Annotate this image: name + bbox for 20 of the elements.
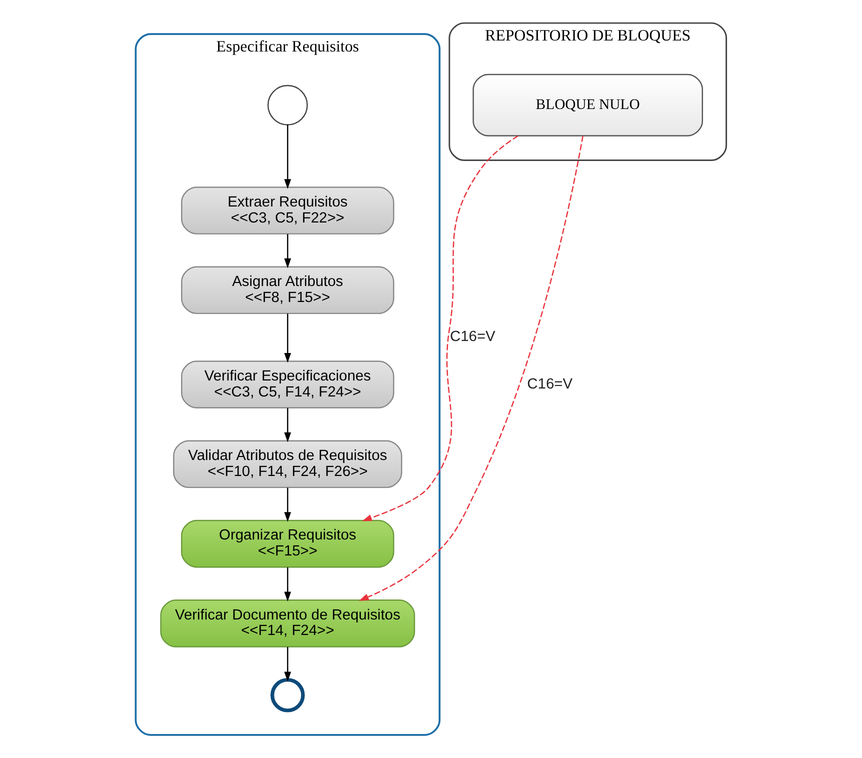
edge-label: C16=V	[450, 329, 496, 346]
arrow	[358, 136, 584, 601]
arrow	[284, 124, 292, 189]
arrow	[284, 646, 292, 682]
node-circle	[267, 84, 308, 126]
arrow	[362, 135, 518, 522]
arrow	[284, 234, 292, 268]
arrow	[284, 567, 292, 602]
node-box: Organizar Requisitos <<F15>>	[181, 520, 394, 568]
edge-label: C16=V	[527, 376, 573, 392]
node-box: Verificar Documento de Requisitos <<F14, F24>>	[160, 600, 416, 648]
arrow	[284, 314, 292, 363]
node-box: Validar Atributos de Requisitos <<F10, F14, F24, F26>>	[173, 440, 402, 488]
node-box: Verificar Especificaciones <<C3, C5, F14, F24>>	[181, 360, 394, 408]
arrow	[284, 408, 292, 442]
node-box: BLOQUE NULO	[472, 74, 704, 136]
node-box: Extraer Requisitos <<C3, C5, F22>>	[181, 186, 394, 234]
node-circle	[270, 678, 305, 712]
arrow	[284, 488, 292, 522]
node-box: Asignar Atributos <<F8, F15>>	[181, 266, 394, 314]
